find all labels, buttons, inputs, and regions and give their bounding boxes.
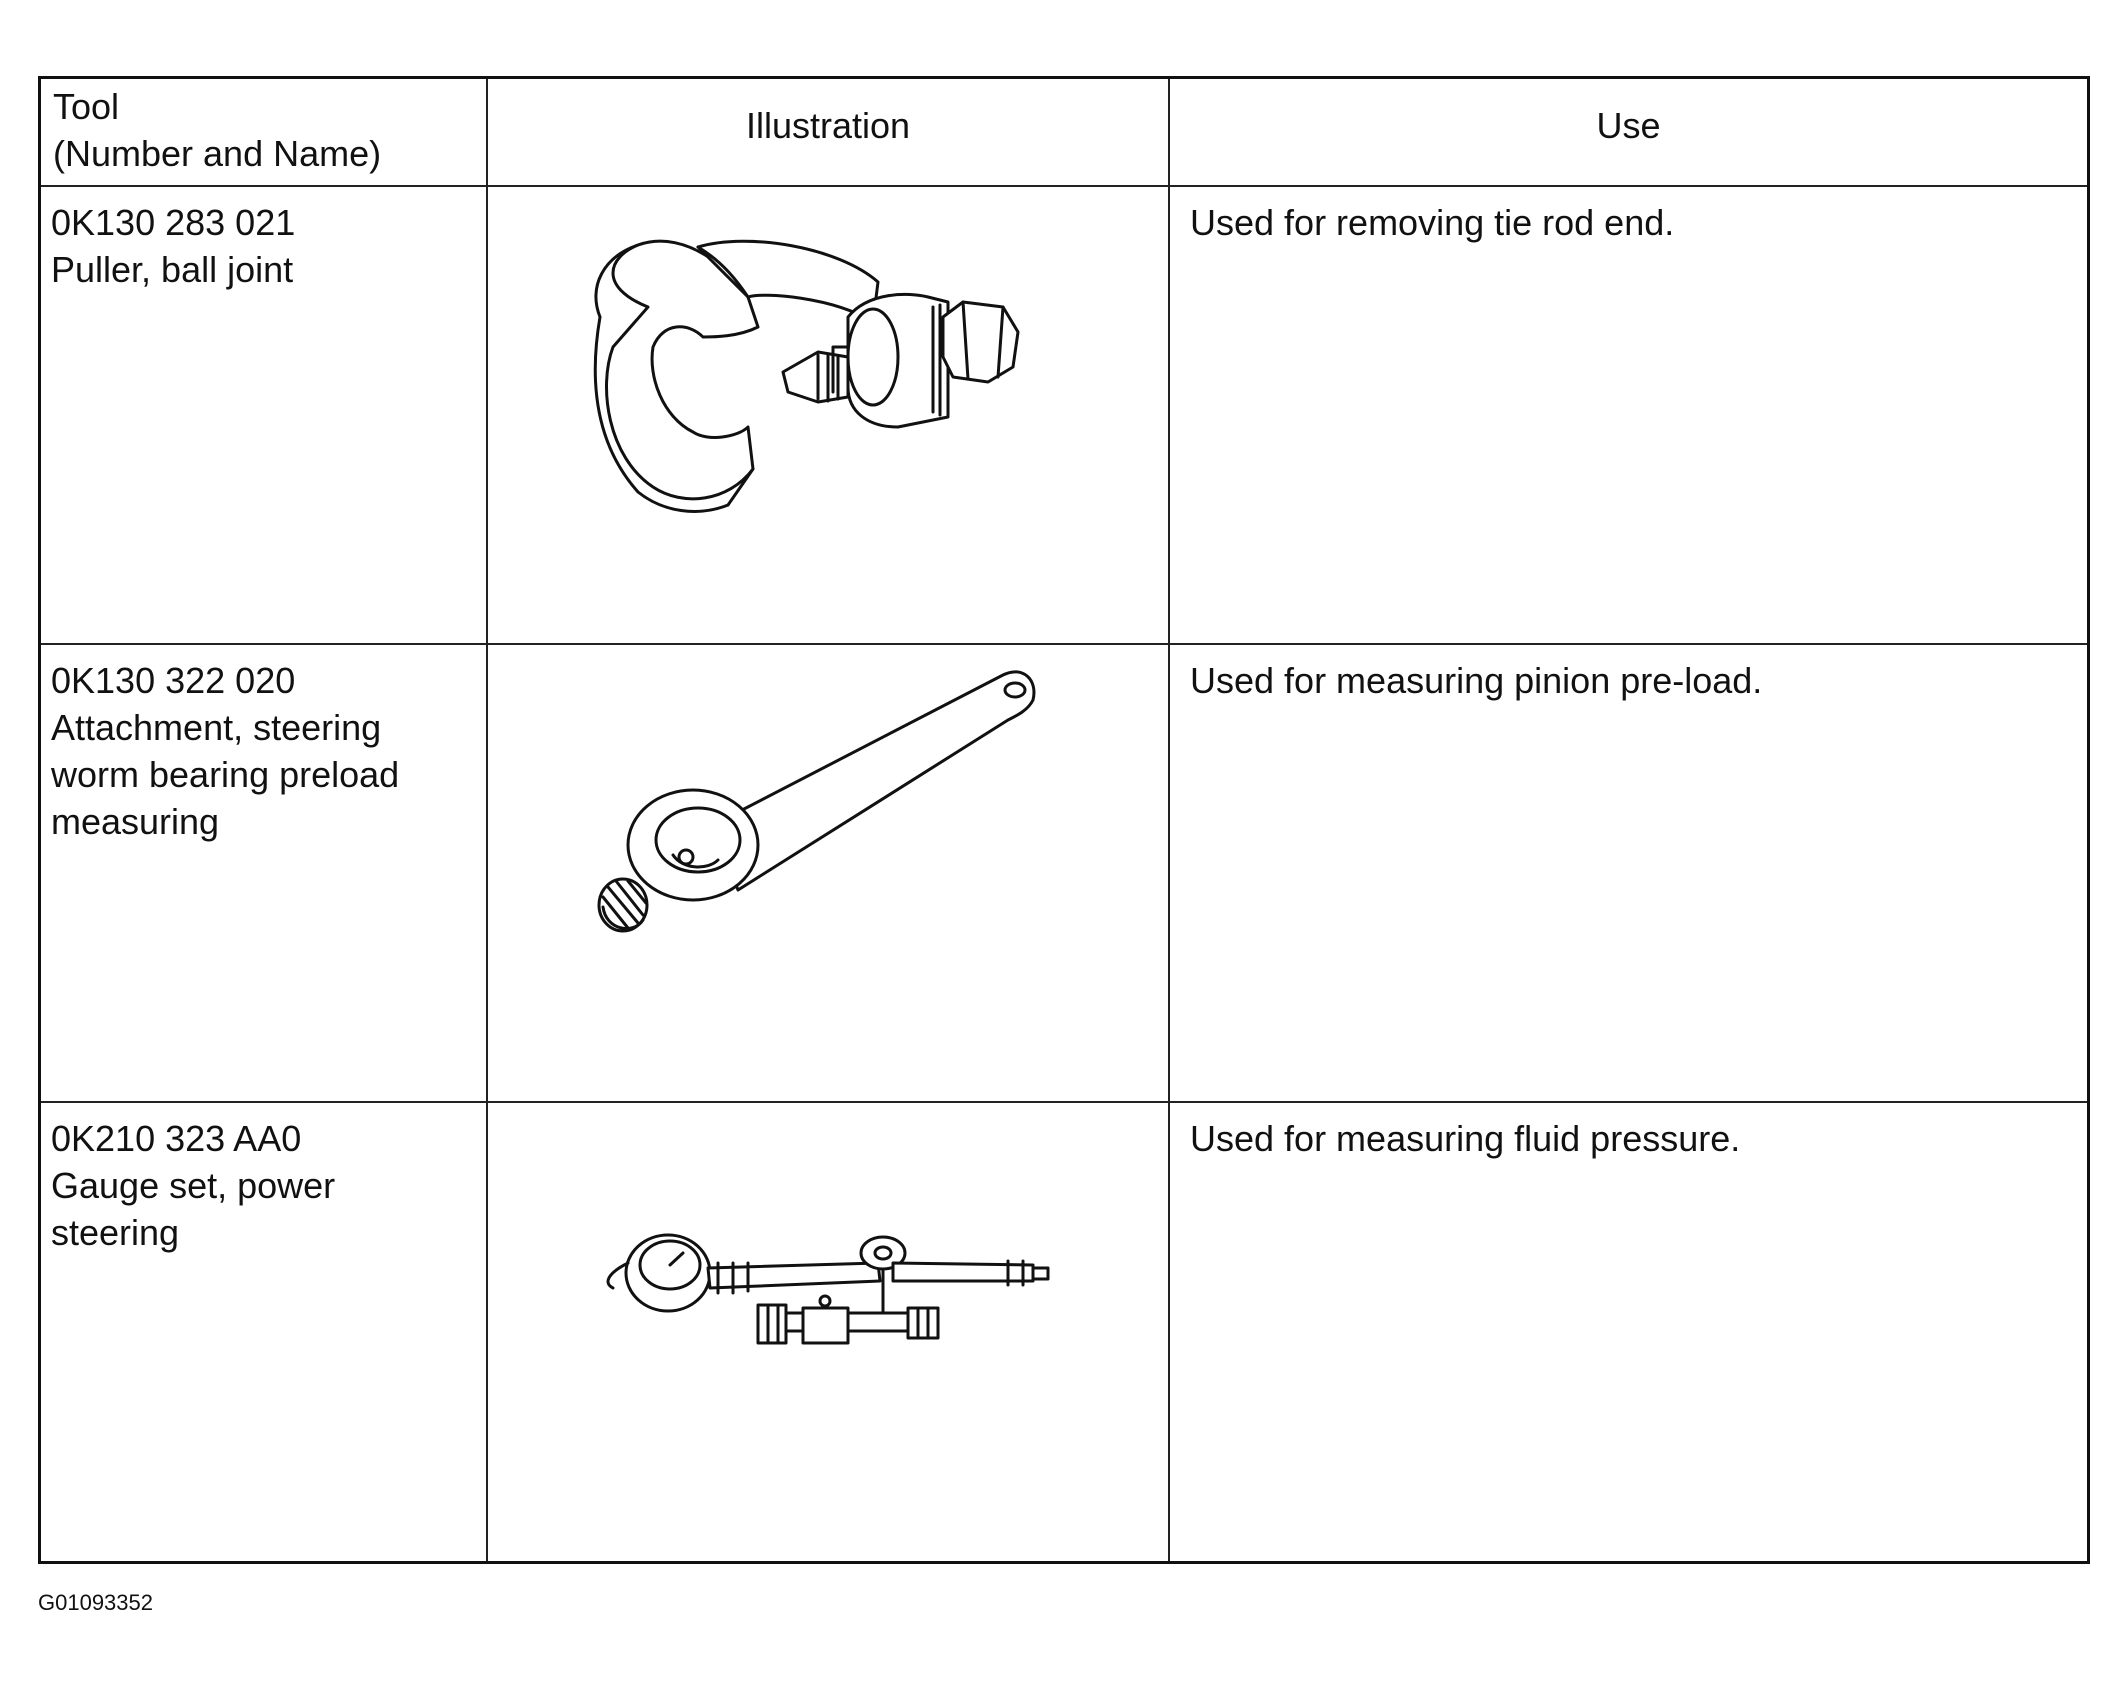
table-row-3-use: Used for measuring fluid pressure. bbox=[1190, 1118, 1741, 1159]
tool-number: 0K210 323 AA0 bbox=[51, 1118, 302, 1159]
table-row-3-tool: 0K210 323 AA0 Gauge set, power steering bbox=[41, 1103, 488, 1561]
tool-name-line: steering bbox=[51, 1212, 180, 1253]
header-tool-line1: Tool bbox=[53, 86, 120, 127]
header-illustration: Illustration bbox=[488, 79, 1170, 187]
header-use: Use bbox=[1170, 79, 2087, 187]
tool-name: Puller, ball joint bbox=[51, 249, 294, 290]
header-tool: Tool (Number and Name) bbox=[41, 79, 488, 187]
preload-attachment-icon bbox=[597, 670, 1036, 933]
figure-code: G01093352 bbox=[38, 1590, 153, 1615]
table-row-2-tool: 0K130 322 020 Attachment, steering worm … bbox=[41, 645, 488, 1103]
tool-name-line: measuring bbox=[51, 801, 220, 842]
tool-number: 0K130 322 020 bbox=[51, 660, 296, 701]
table-row-3-illustration bbox=[488, 1103, 1170, 1561]
tool-name-line: Gauge set, power bbox=[51, 1165, 336, 1206]
table-row-2-illustration bbox=[488, 645, 1170, 1103]
table-row-1-illustration bbox=[488, 187, 1170, 645]
tool-number: 0K130 283 021 bbox=[51, 202, 296, 243]
table-row-2-use: Used for measuring pinion pre-load. bbox=[1170, 645, 2087, 1103]
ball-joint-puller-icon bbox=[593, 239, 1020, 513]
header-tool-line2: (Number and Name) bbox=[53, 133, 382, 174]
special-tools-table: Tool (Number and Name) Illustration Use … bbox=[38, 76, 2090, 1564]
table-row-1-use: Used for removing tie rod end. bbox=[1170, 187, 2087, 645]
tool-name-line: worm bearing preload bbox=[51, 754, 400, 795]
tool-name-line: Attachment, steering bbox=[51, 707, 382, 748]
pressure-gauge-set-icon bbox=[606, 1233, 1050, 1345]
table-row-1-tool: 0K130 283 021 Puller, ball joint bbox=[41, 187, 488, 645]
